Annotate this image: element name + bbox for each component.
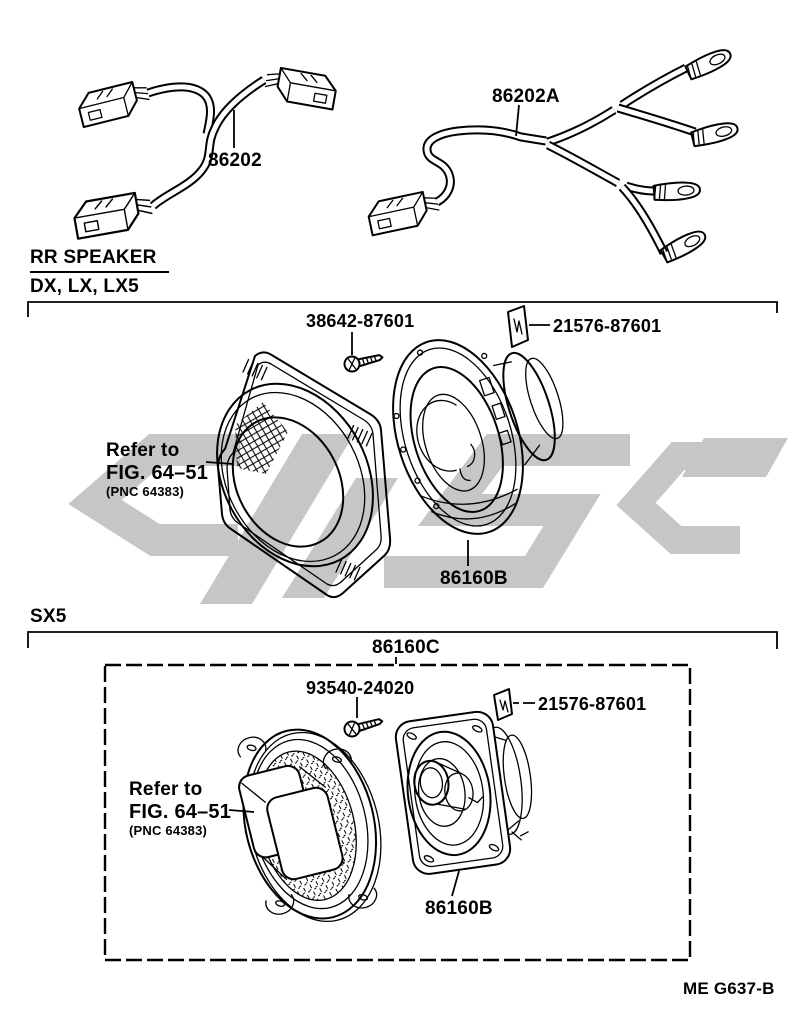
tag-icon-sx5 [493,688,535,721]
ring-terminal [658,225,710,265]
refer-line3: (PNC 64383) [129,823,208,838]
ring-terminal [683,44,735,82]
harness-86202-drawing [70,64,339,240]
section-title: RR SPEAKER [30,248,169,273]
grille-reference-note-dx: Refer to FIG. 64–51 (PNC 64383) [106,441,208,498]
part-label-86160c: 86160C [372,637,440,658]
sx5-grille-drawing [237,728,382,923]
variant-label-dx: DX, LX, LX5 [30,276,139,297]
ring-terminal [689,118,741,149]
part-label-21576-87601-dx: 21576-87601 [553,316,662,336]
leader-refer-dx [205,461,234,465]
leader-86160b-sx5 [451,870,460,897]
sx5-speaker-drawing [394,710,533,875]
group-dx-bracket [27,301,778,317]
watermark-logo [68,434,788,604]
dx-grille-drawing [205,351,392,599]
refer-line1: Refer to [129,779,203,800]
part-label-21576-87601-sx5: 21576-87601 [538,694,647,714]
screw-icon-dx [342,352,385,374]
part-label-38642-87601: 38642-87601 [306,311,415,331]
part-label-93540-24020: 93540-24020 [306,678,415,698]
harness-86202a-drawing [365,44,741,265]
part-label-86160b-sx5: 86160B [425,898,493,919]
screw-icon-sx5 [342,716,385,739]
ring-terminal [652,179,702,203]
part-label-86202a: 86202A [492,86,560,107]
tag-icon-dx [507,305,550,348]
figure-code: ME G637-B [683,979,775,998]
connector [70,189,156,240]
part-label-86160b-dx: 86160B [440,568,508,589]
group-sx5-bracket [27,631,778,649]
variant-label-sx5: SX5 [30,606,67,627]
refer-line3: (PNC 64383) [106,484,185,499]
dx-speaker-drawing [392,339,564,535]
leader-86202a [515,104,520,137]
connector [262,64,339,111]
part-label-86202: 86202 [208,150,262,171]
leader-refer-sx5 [228,809,255,813]
refer-line1: Refer to [106,440,180,461]
connector [365,188,443,237]
refer-line2: FIG. 64–51 [106,462,209,484]
connector [75,78,153,129]
refer-line2: FIG. 64–51 [129,801,232,823]
grille-reference-note-sx5: Refer to FIG. 64–51 (PNC 64383) [129,780,231,837]
